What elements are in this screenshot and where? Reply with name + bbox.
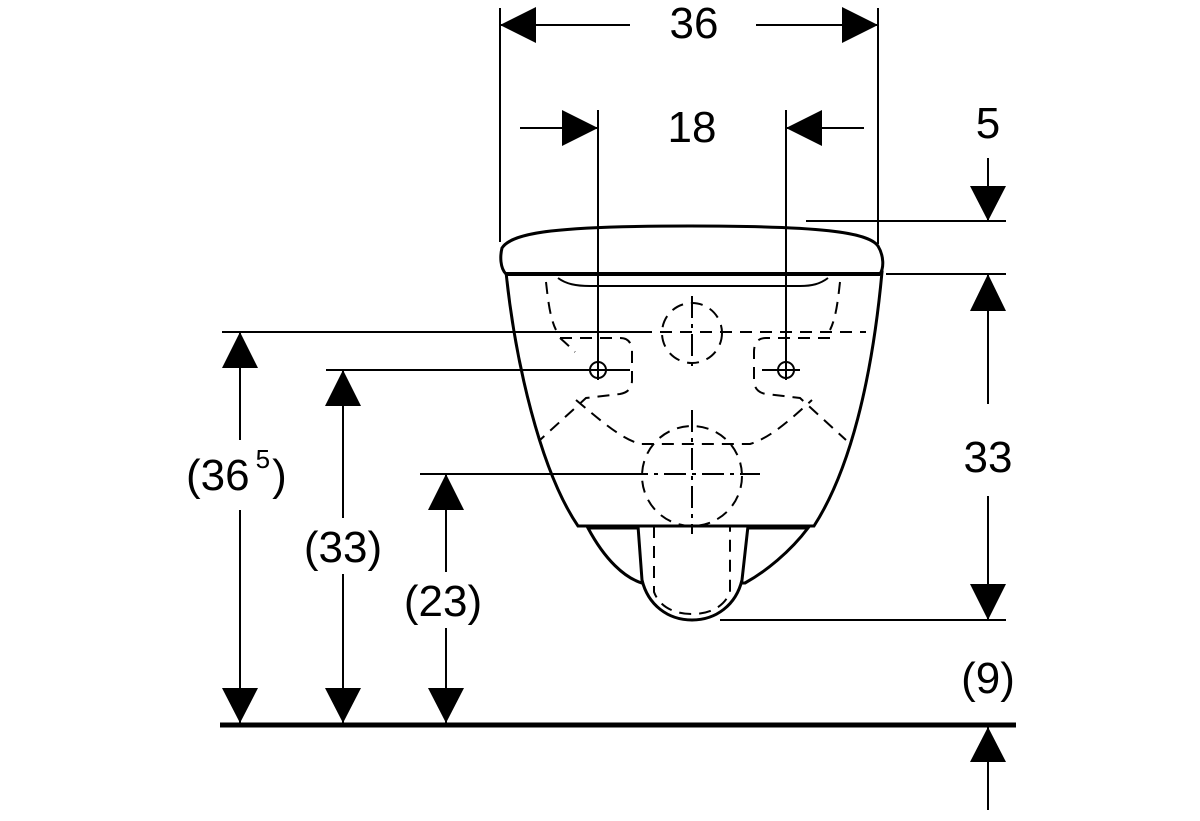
label-total-width: 36	[670, 0, 719, 48]
arrow-18-right	[786, 110, 822, 146]
arrow-23-up	[428, 474, 464, 510]
arrow-5-down	[970, 186, 1006, 221]
fixing-pocket-left	[539, 337, 633, 441]
outlet-circle	[641, 425, 743, 527]
centre-lines	[572, 296, 800, 534]
bowl-outline	[504, 270, 884, 528]
arrow-33-down	[970, 584, 1006, 620]
dimension-lines	[222, 7, 1006, 810]
arrow-fix33-up	[325, 370, 361, 406]
arrow-18-left	[562, 110, 598, 146]
label-fixing-height: (33)	[304, 523, 382, 572]
seat-lid	[499, 224, 885, 276]
inner-contour-right	[829, 281, 841, 331]
arrow-365-down	[222, 688, 258, 723]
label-outlet-height: (23)	[404, 577, 482, 626]
label-overall-height-close: )	[272, 451, 287, 500]
label-overall-height-main: (36	[186, 451, 250, 500]
arrow-36-left	[500, 7, 536, 43]
outlet-channel	[653, 526, 731, 616]
seat-underside	[557, 277, 829, 287]
arrow-36-right	[842, 7, 878, 43]
label-floor-gap: (9)	[961, 654, 1015, 703]
toilet-body	[499, 224, 885, 622]
floor-of-bowl	[575, 399, 813, 445]
inner-contour-left	[545, 281, 557, 331]
arrow-365-up	[222, 332, 258, 368]
label-bowl-height: 33	[964, 433, 1013, 482]
arrow-23-down	[428, 688, 464, 723]
extension-lines	[222, 8, 1006, 621]
fixing-pocket-right	[753, 337, 847, 441]
label-seat-offset: 5	[976, 99, 1000, 148]
outlet-spigot	[636, 524, 750, 622]
arrow-33-up	[970, 274, 1006, 311]
arrow-9-up	[970, 727, 1006, 762]
fixing-pocket-left-inner	[559, 337, 576, 353]
label-fixing-spacing: 18	[668, 103, 717, 152]
label-overall-height-sup: 5	[256, 444, 270, 474]
arrow-fix33-down	[325, 688, 361, 723]
